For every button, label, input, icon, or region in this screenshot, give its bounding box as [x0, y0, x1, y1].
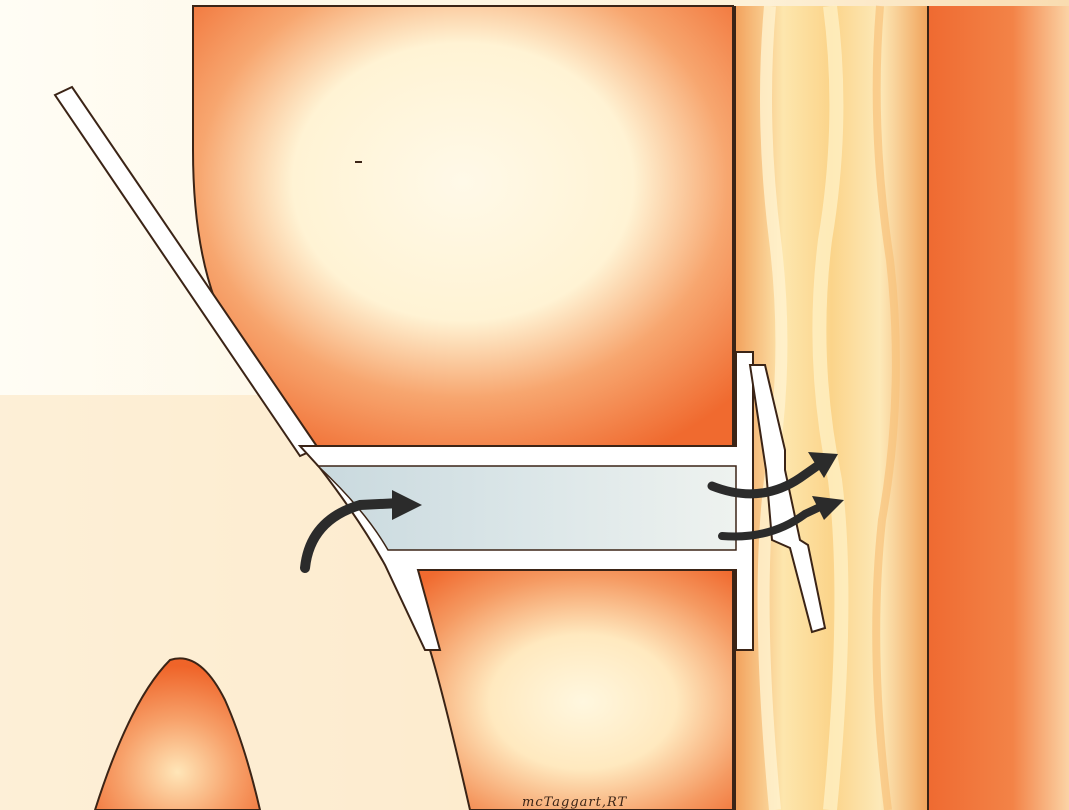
right-tissue-wall [928, 6, 1069, 810]
speck [355, 161, 362, 163]
upper-tissue-block [193, 6, 733, 446]
artist-signature: mcTaggart,RT [522, 795, 628, 810]
